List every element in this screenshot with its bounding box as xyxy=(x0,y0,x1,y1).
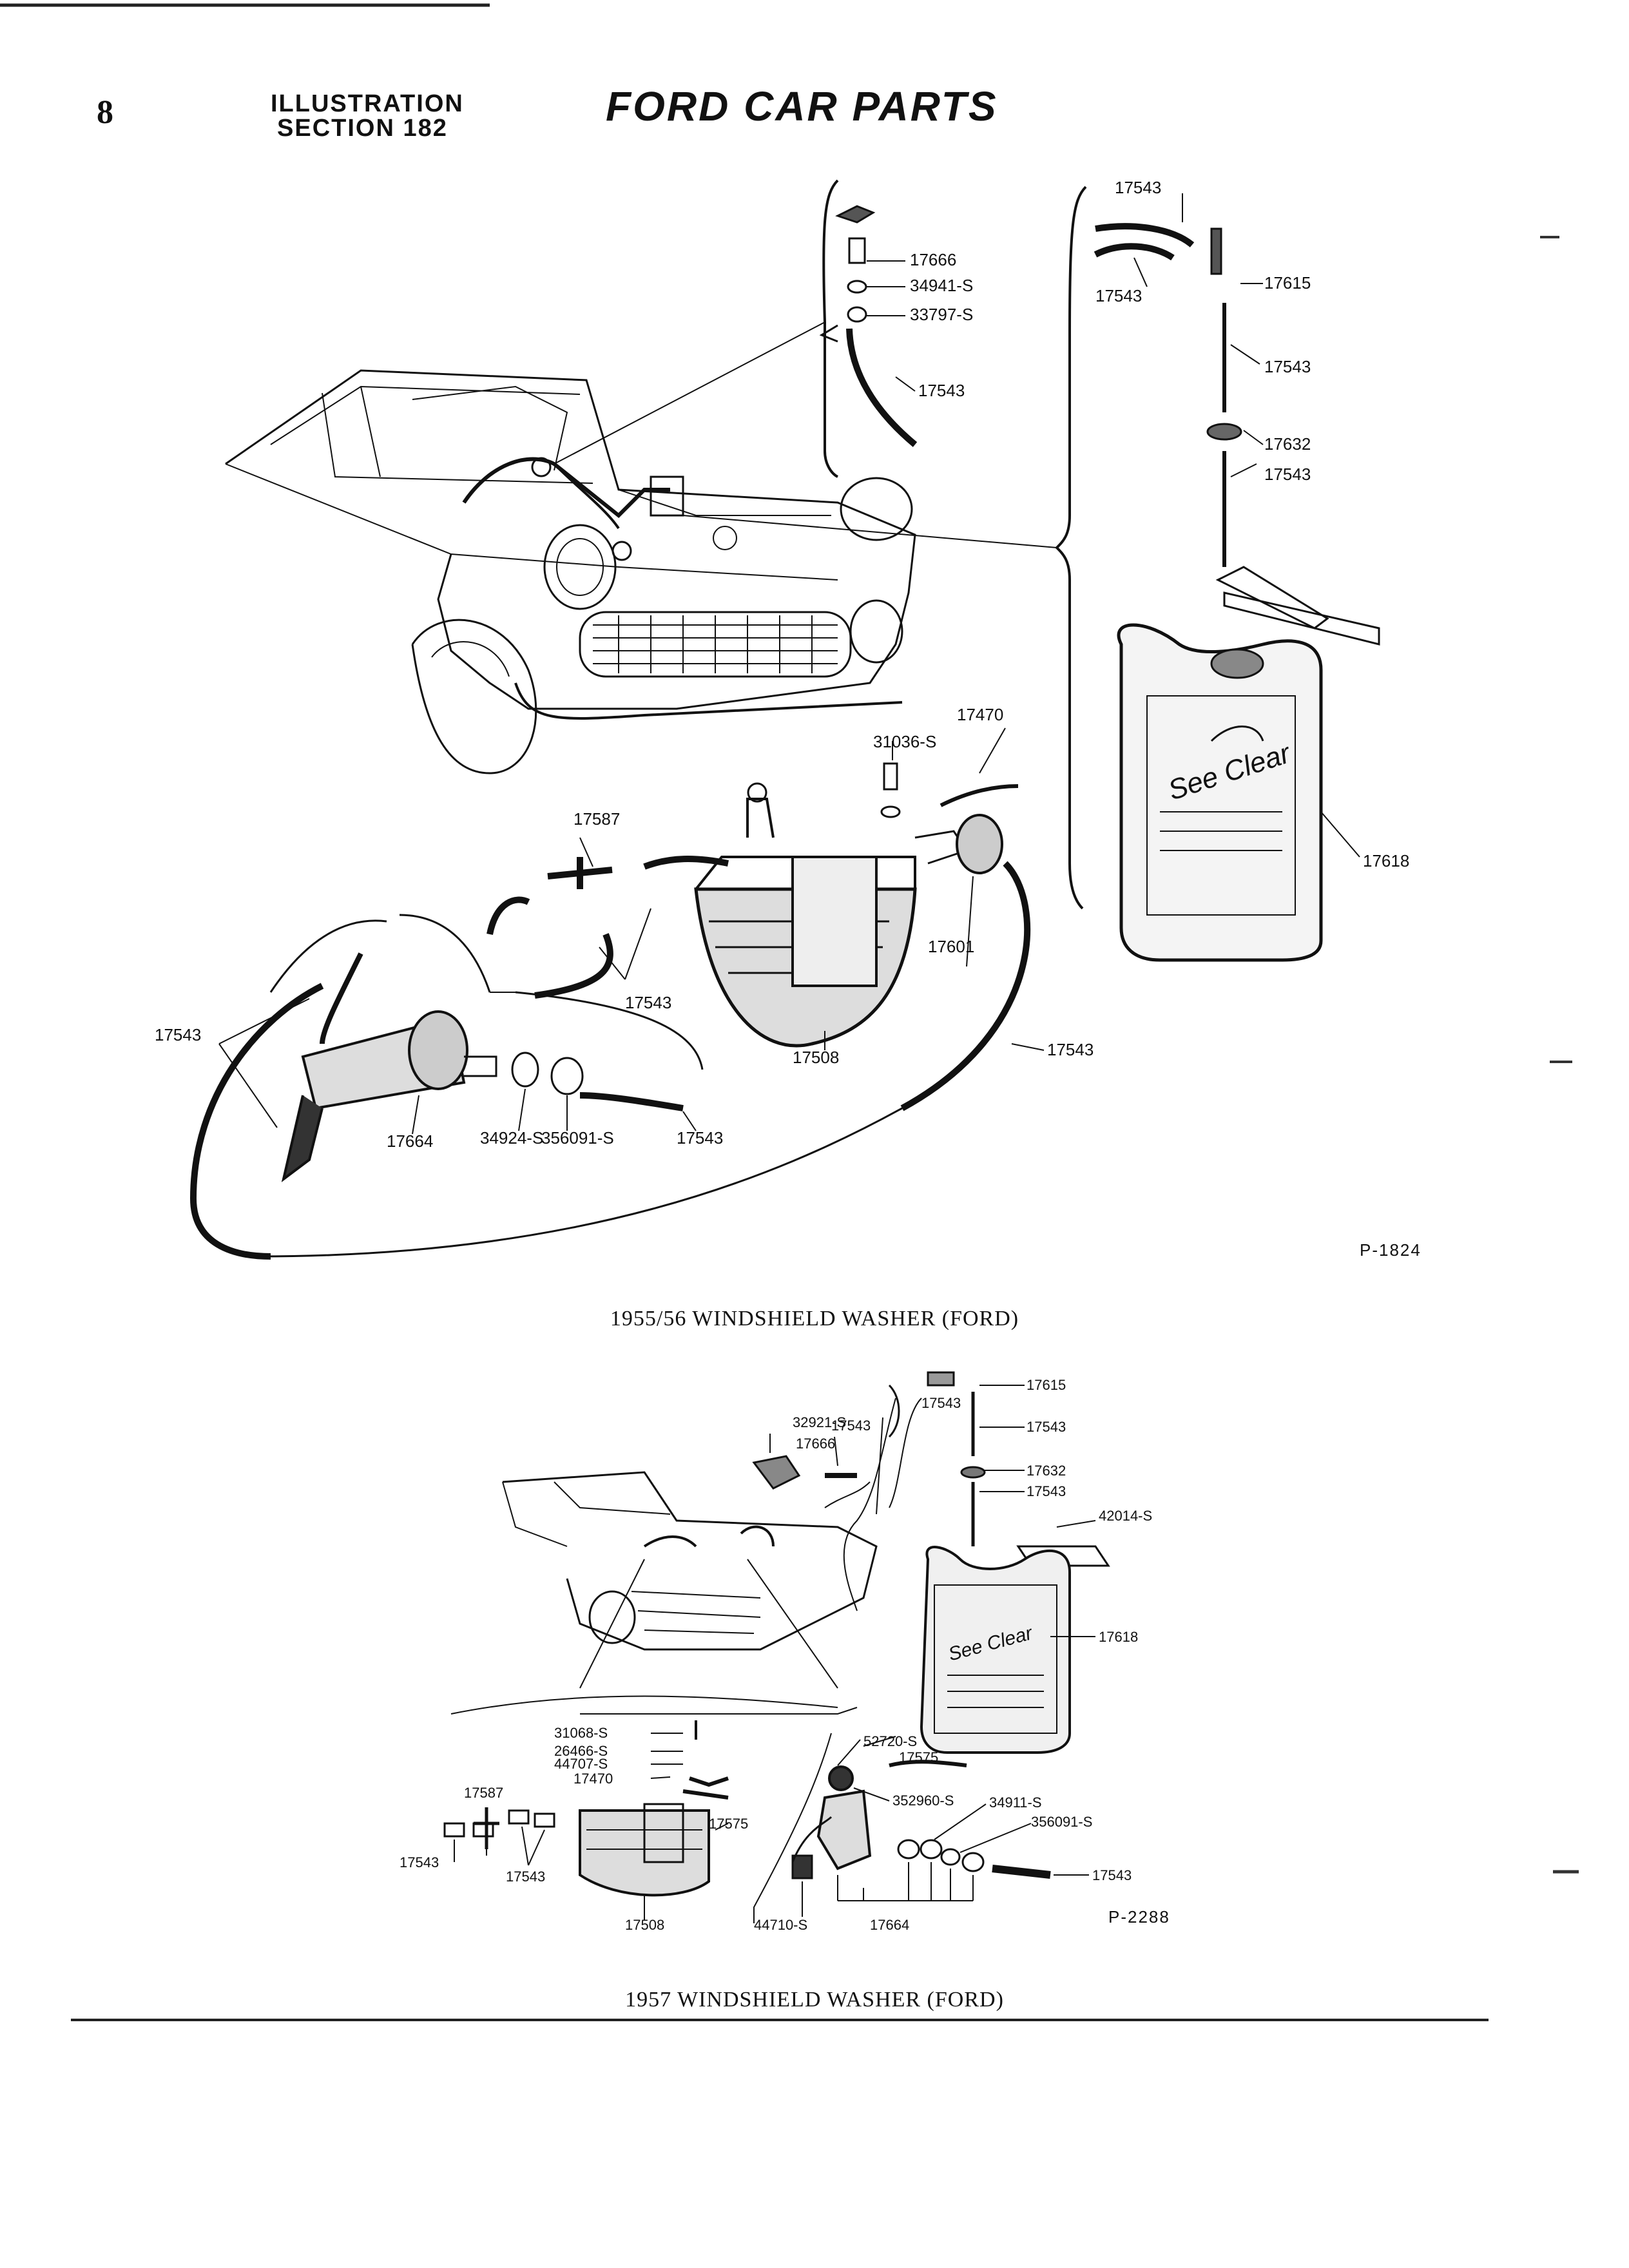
callout-label: 17632 xyxy=(1264,434,1311,454)
callout-label: 356091-S xyxy=(1031,1814,1092,1830)
washer-bag-1957 xyxy=(920,1546,1071,1754)
callout-label: 17618 xyxy=(1099,1629,1138,1645)
callout-label: 17615 xyxy=(1027,1377,1066,1393)
figure-caption: 1955/56 WINDSHIELD WASHER (FORD) xyxy=(610,1307,1019,1331)
callout-label: 17615 xyxy=(1264,273,1311,293)
callout-label: 17543 xyxy=(155,1025,201,1044)
figure2-labels: 32921-S 17543 17666 17615 17543 17543 17… xyxy=(400,1377,1152,1933)
callout-label: 17632 xyxy=(1027,1463,1066,1479)
washer-bag-1955 xyxy=(1117,623,1323,962)
callout-label: 42014-S xyxy=(1099,1508,1152,1524)
callout-label: 17543 xyxy=(506,1869,545,1885)
callout-label: 17543 xyxy=(1027,1483,1066,1499)
callout-label: 17543 xyxy=(918,381,965,400)
callout-label: 17508 xyxy=(625,1917,664,1933)
callout-label: 52720-S xyxy=(863,1733,917,1749)
callout-label: 352960-S xyxy=(892,1792,954,1809)
callout-label: 44710-S xyxy=(754,1917,807,1933)
callout-label: 17470 xyxy=(957,705,1003,724)
callout-label: 32921-S xyxy=(793,1414,846,1430)
section-label-line1: ILLUSTRATION xyxy=(271,90,464,117)
callout-label: 17543 xyxy=(1095,286,1142,305)
callout-label: 26466-S xyxy=(554,1743,608,1759)
callout-label: 34941-S xyxy=(910,276,973,295)
callout-label: 17543 xyxy=(400,1854,439,1870)
callout-label: 17543 xyxy=(921,1395,961,1411)
callout-label: 17666 xyxy=(796,1436,835,1452)
callout-label: 17664 xyxy=(387,1131,433,1151)
page-number: 8 xyxy=(97,94,113,131)
callout-label: 34911-S xyxy=(989,1794,1042,1811)
callout-label: 356091-S xyxy=(541,1128,614,1148)
section-label-line2: SECTION 182 xyxy=(277,115,448,142)
callout-label: 31036-S xyxy=(873,732,936,751)
figure-id: P-1824 xyxy=(1360,1240,1422,1260)
figure-id: P-2288 xyxy=(1108,1907,1170,1927)
callout-label: 33797-S xyxy=(910,305,973,324)
callout-label: 17543 xyxy=(1264,357,1311,376)
callout-label: 17543 xyxy=(677,1128,723,1148)
callout-label: 17618 xyxy=(1363,851,1409,870)
callout-label: 17543 xyxy=(1092,1867,1132,1883)
callout-label: 17543 xyxy=(1115,178,1161,197)
callout-label: 17666 xyxy=(910,250,956,269)
callout-label: 17543 xyxy=(625,993,671,1012)
callout-label: 34924-S xyxy=(480,1128,543,1148)
callout-label: 31068-S xyxy=(554,1725,608,1741)
callout-label: 17543 xyxy=(1047,1040,1094,1059)
bag-inset xyxy=(682,186,1380,962)
callout-label: 17543 xyxy=(1264,465,1311,484)
callout-label: 44707-S xyxy=(554,1756,608,1772)
figure-1957 xyxy=(443,1371,1110,1923)
car-illustration-1955 xyxy=(225,369,916,774)
callout-label: 17587 xyxy=(464,1785,503,1801)
callout-label: 17543 xyxy=(831,1418,871,1434)
callout-label: 17575 xyxy=(899,1749,938,1765)
callout-label: 17508 xyxy=(793,1048,839,1067)
callout-label: 17470 xyxy=(574,1771,613,1787)
callout-label: 17575 xyxy=(709,1816,748,1832)
brand-title: FORD CAR PARTS xyxy=(606,83,998,130)
callout-label: 17664 xyxy=(870,1917,909,1933)
pump-assembly-1955 xyxy=(694,762,1019,1048)
nozzle-inset xyxy=(554,179,923,478)
dash-valve-1955 xyxy=(189,952,704,1260)
figure-caption: 1957 WINDSHIELD WASHER (FORD) xyxy=(625,1988,1004,2012)
callout-label: 17601 xyxy=(928,937,974,956)
figure-1955-56 xyxy=(189,179,1380,1260)
callout-label: 17587 xyxy=(574,809,620,829)
car-illustration-1957 xyxy=(450,1384,900,1715)
callout-label: 17543 xyxy=(1027,1419,1066,1435)
